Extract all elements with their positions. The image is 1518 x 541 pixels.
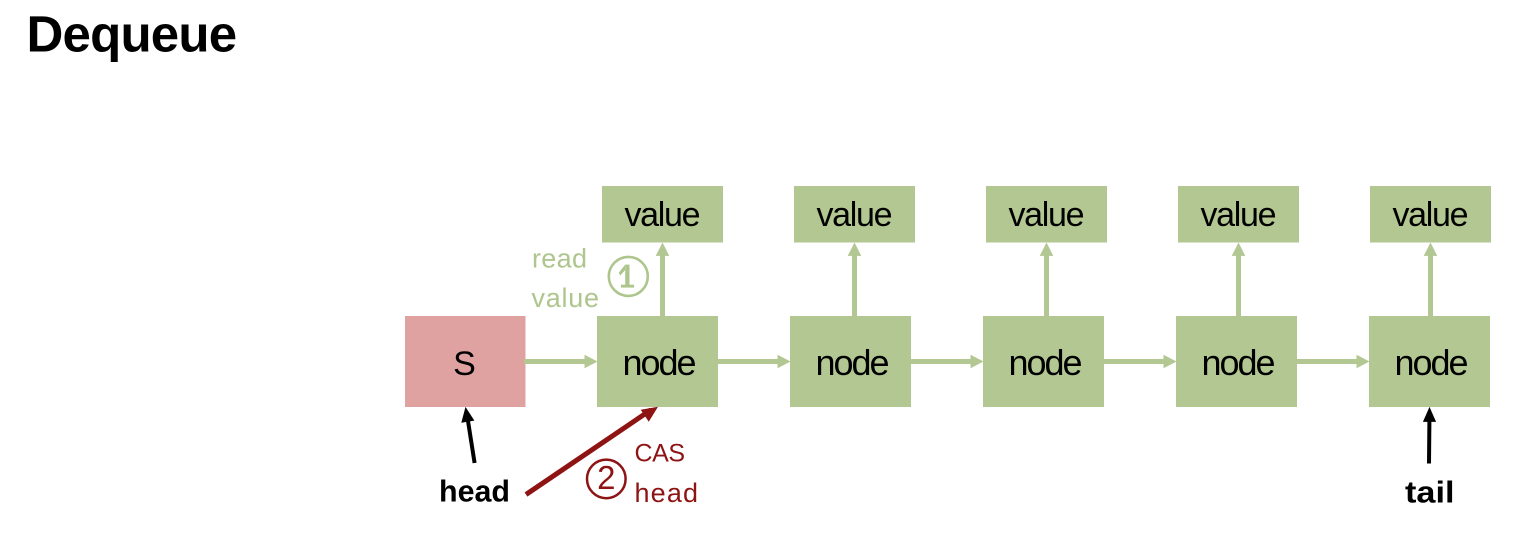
svg-text:value: value [1009, 196, 1085, 234]
svg-text:value: value [532, 283, 600, 313]
svg-text:head: head [635, 478, 699, 508]
svg-text:node: node [1202, 342, 1276, 383]
svg-text:Dequeue: Dequeue [27, 6, 237, 63]
svg-text:value: value [1201, 196, 1277, 234]
svg-text:node: node [816, 342, 890, 383]
svg-text:value: value [817, 196, 893, 234]
svg-text:node: node [1009, 342, 1083, 383]
svg-text:S: S [453, 345, 476, 383]
svg-text:node: node [623, 342, 697, 383]
svg-text:read: read [532, 244, 587, 274]
svg-text:head: head [439, 474, 510, 509]
svg-text:tail: tail [1405, 475, 1455, 510]
svg-text:2: 2 [597, 459, 615, 496]
svg-text:node: node [1395, 342, 1469, 383]
svg-text:value: value [1393, 196, 1469, 234]
svg-text:CAS: CAS [635, 440, 686, 468]
svg-text:value: value [625, 196, 701, 234]
